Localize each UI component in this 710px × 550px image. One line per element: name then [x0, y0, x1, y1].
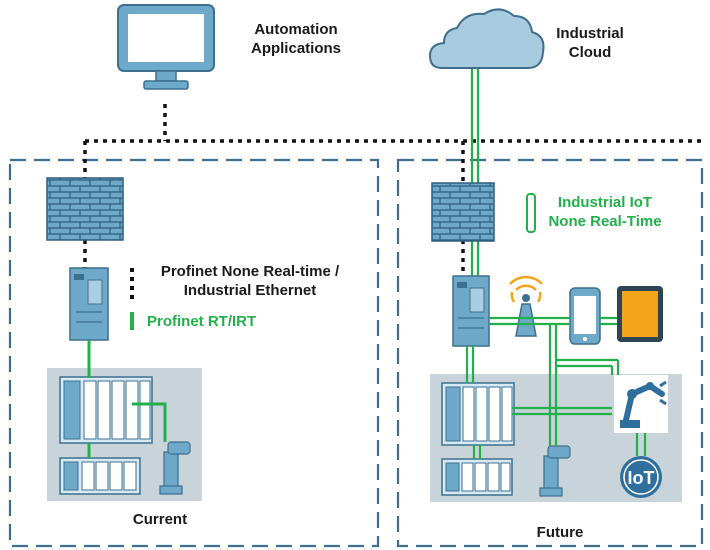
wireless-access-point-icon — [509, 275, 543, 337]
automation-label-line1: Automation — [254, 21, 338, 38]
legend-nrt-line1: Profinet None Real-time / — [160, 263, 340, 280]
monitor-icon — [117, 4, 215, 90]
cloud-icon — [428, 8, 545, 69]
iiot-label-line1: Industrial IoT — [557, 194, 653, 211]
cloud-label-line2: Cloud — [568, 44, 612, 61]
legend-iiot-marker — [526, 193, 536, 233]
profinet-rt-links-future — [465, 316, 647, 459]
plc-rack-icon — [59, 376, 153, 444]
legend-nrt-label: Profinet None Real-time / Industrial Eth… — [140, 262, 360, 300]
legend-rt-label: Profinet RT/IRT — [147, 313, 257, 330]
iot-badge-icon: IoT — [620, 456, 662, 498]
tablet-icon — [617, 286, 663, 342]
cloud-label: Industrial Cloud — [535, 24, 645, 62]
automation-label-line2: Applications — [250, 40, 341, 57]
plc-rack-icon — [59, 457, 141, 495]
plc-rack-icon — [441, 382, 515, 446]
plc-rack-icon — [441, 458, 513, 496]
legend-nrt-line2: Industrial Ethernet — [183, 282, 317, 299]
cloud-label-line1: Industrial — [556, 25, 624, 42]
ethernet-backbone — [83, 104, 705, 276]
future-label: Future — [536, 524, 584, 541]
iiot-label: Industrial IoT None Real-Time — [530, 193, 680, 231]
switch-icon — [452, 275, 490, 347]
switch-icon — [69, 267, 109, 341]
robot-arm-icon — [159, 441, 191, 495]
smartphone-icon — [569, 287, 601, 345]
iiot-label-line2: None Real-Time — [548, 213, 662, 230]
industrial-robot-icon — [614, 375, 668, 433]
current-label: Current — [132, 511, 188, 528]
current-zone-border — [8, 158, 380, 548]
profinet-rt-links-current — [87, 340, 167, 458]
cloud-uplink — [470, 68, 480, 276]
firewall-icon — [431, 182, 495, 242]
iot-badge-text: IoT — [628, 468, 655, 488]
firewall-icon — [46, 177, 124, 241]
future-zone-border — [396, 158, 704, 548]
robot-arm-icon — [539, 445, 571, 497]
automation-label: Automation Applications — [226, 20, 366, 58]
